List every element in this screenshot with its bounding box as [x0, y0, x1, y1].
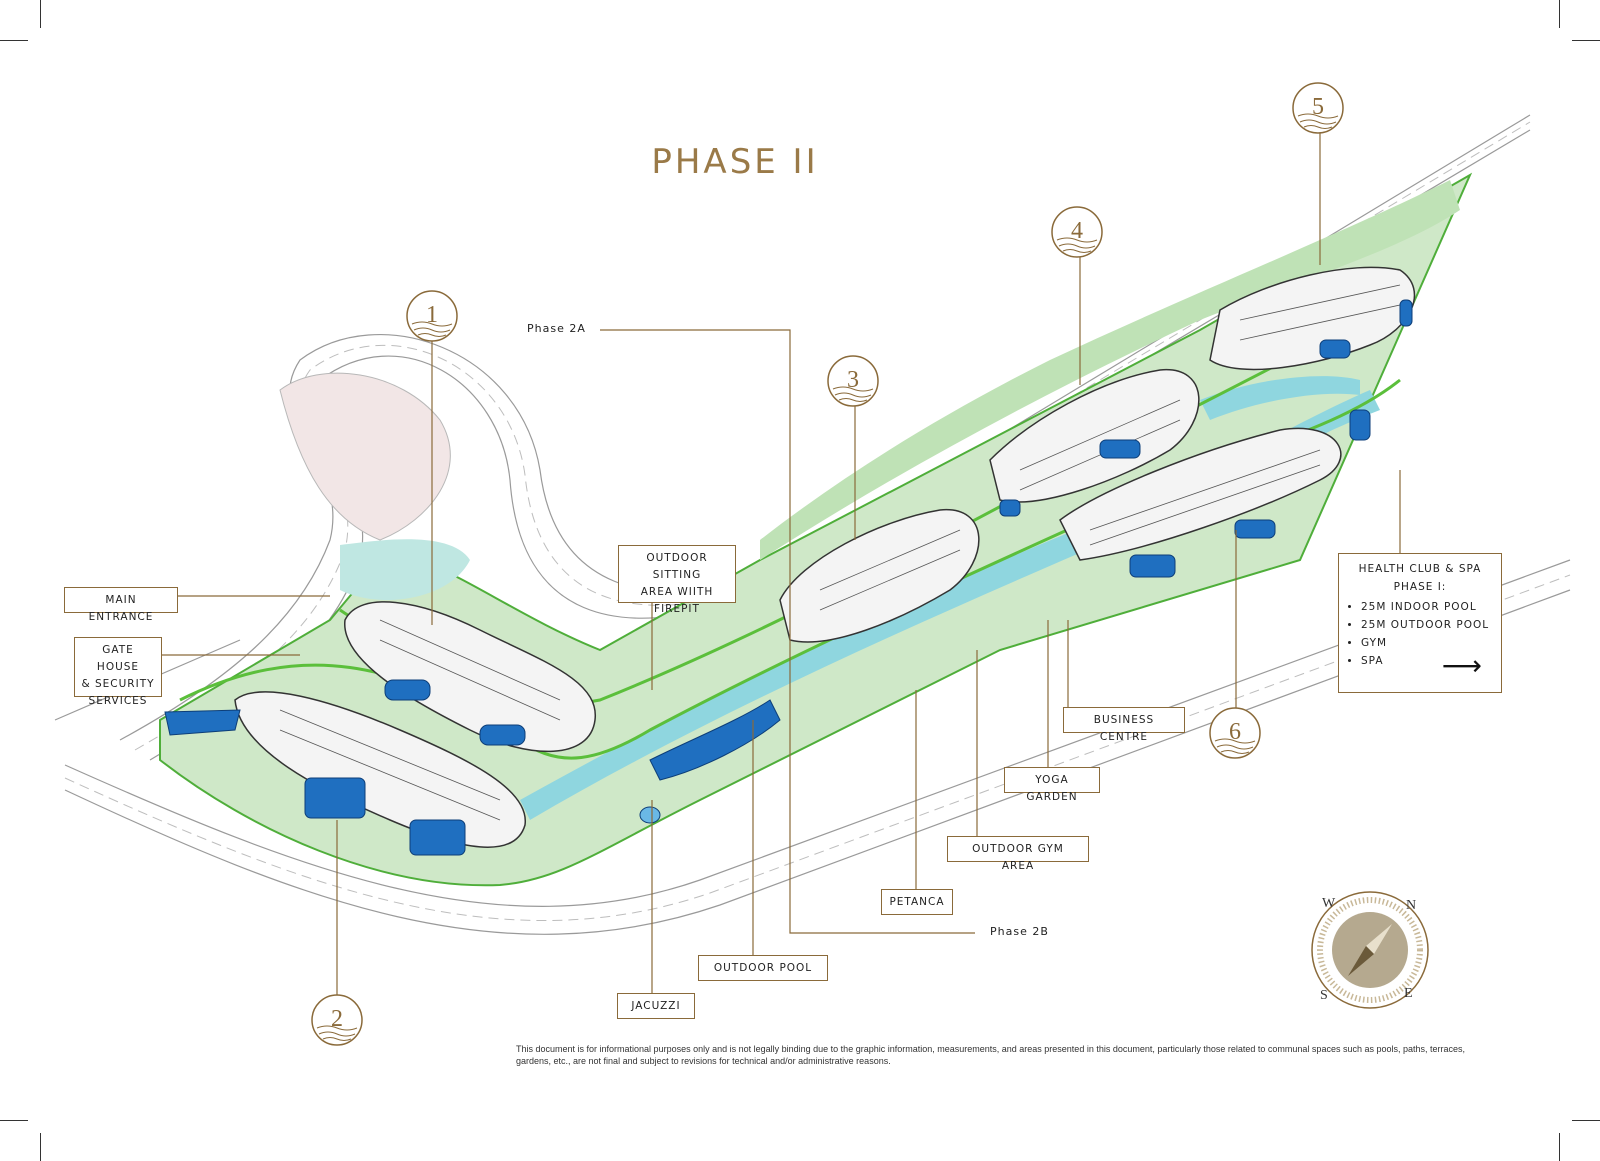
- page-title: PHASE II: [651, 142, 819, 182]
- health-club-item: GYM: [1361, 634, 1493, 652]
- pools: [164, 299, 1413, 856]
- jacuzzi-text: JACUZZI: [631, 1000, 681, 1012]
- compass-w: W: [1322, 896, 1336, 911]
- sitting-text: OUTDOOR SITTING: [646, 552, 708, 581]
- badge-wave-icon: [827, 355, 879, 407]
- sitting-text: FIREPIT: [654, 603, 700, 615]
- crop-mark: [1559, 0, 1560, 28]
- phase-2a-label: Phase 2A: [527, 322, 586, 335]
- building-badge-4: 4: [1051, 206, 1103, 258]
- gate-house-text: SERVICES: [88, 695, 148, 707]
- gate-house-label: GATE HOUSE & SECURITY SERVICES: [74, 637, 162, 707]
- leader-lines: [158, 130, 1401, 995]
- phase-2b-label: Phase 2B: [990, 925, 1049, 938]
- health-club-legend: HEALTH CLUB & SPA PHASE I: 25m INDOOR PO…: [1338, 553, 1502, 693]
- upper-lawn: [760, 180, 1460, 560]
- outdoor-pool-text: OUTDOOR POOL: [713, 962, 813, 974]
- building-badge-6: 6: [1209, 707, 1261, 759]
- crop-mark: [1572, 40, 1600, 41]
- outdoor-gym-label: OUTDOOR GYM AREA: [947, 836, 1089, 872]
- outdoor-sitting-label: OUTDOOR SITTING AREA WIITH FIREPIT: [618, 545, 736, 615]
- building-number: 3: [847, 367, 859, 393]
- building-number: 4: [1071, 218, 1083, 244]
- gatehouse-lawn: [279, 372, 451, 541]
- outdoor-gym-text: OUTDOOR GYM AREA: [972, 843, 1064, 872]
- crop-mark: [40, 0, 41, 28]
- apartment-blocks: [234, 266, 1416, 848]
- petanca-label: PETANCA: [881, 889, 953, 915]
- crop-mark: [0, 1120, 28, 1121]
- water-channel-2: [1200, 376, 1360, 420]
- health-club-list: 25m INDOOR POOL 25m OUTDOOR POOL GYM SPA: [1347, 598, 1493, 670]
- badge-wave-icon: [1051, 206, 1103, 258]
- health-club-item: 25m OUTDOOR POOL: [1361, 616, 1493, 634]
- badge-wave-icon: [406, 290, 458, 342]
- business-centre-label: BUSINESS CENTRE: [1063, 707, 1185, 743]
- crop-mark: [1572, 1120, 1600, 1121]
- business-centre-text: BUSINESS CENTRE: [1093, 714, 1155, 743]
- outdoor-pool-label: OUTDOOR POOL: [698, 955, 828, 981]
- entrance-lawn: [340, 539, 470, 600]
- disclaimer-text: This document is for informational purpo…: [516, 1044, 1466, 1066]
- compass-rose: [1311, 891, 1429, 1009]
- building-number: 2: [331, 1006, 343, 1032]
- compass-e: E: [1404, 986, 1413, 1001]
- crop-mark: [0, 40, 28, 41]
- block-interior-lines: [279, 284, 1401, 821]
- building-number: 1: [426, 302, 438, 328]
- jacuzzi-label: JACUZZI: [617, 993, 695, 1019]
- health-club-item: SPA: [1361, 652, 1493, 670]
- building-badge-1: 1: [406, 290, 458, 342]
- compass-n: N: [1406, 898, 1417, 913]
- badge-wave-icon: [311, 994, 363, 1046]
- gate-house-text: & SECURITY: [81, 678, 155, 690]
- building-number: 6: [1229, 719, 1241, 745]
- health-club-title: HEALTH CLUB & SPA: [1358, 563, 1482, 575]
- sitting-text: AREA WIITH: [640, 586, 714, 598]
- yoga-garden-text: YOGA GARDEN: [1026, 774, 1078, 803]
- badge-wave-icon: [1292, 82, 1344, 134]
- compass-s: S: [1320, 988, 1328, 1003]
- building-badge-2: 2: [311, 994, 363, 1046]
- main-entrance-label: MAIN ENTRANCE: [64, 587, 178, 623]
- building-badge-3: 3: [827, 355, 879, 407]
- badge-wave-icon: [1209, 707, 1261, 759]
- crop-mark: [1559, 1133, 1560, 1161]
- yoga-garden-label: YOGA GARDEN: [1004, 767, 1100, 803]
- health-club-subtitle: PHASE I:: [1393, 581, 1447, 593]
- building-badge-5: 5: [1292, 82, 1344, 134]
- road-lines: [54, 114, 1571, 935]
- gate-house-text: GATE HOUSE: [96, 644, 140, 673]
- arrow-right-icon: ⟶: [1441, 649, 1483, 682]
- petanca-text: PETANCA: [889, 896, 945, 908]
- building-number: 5: [1312, 94, 1324, 120]
- health-club-item: 25m INDOOR POOL: [1361, 598, 1493, 616]
- road-centerlines: [64, 121, 1571, 922]
- crop-mark: [40, 1133, 41, 1161]
- main-entrance-text: MAIN ENTRANCE: [88, 594, 154, 623]
